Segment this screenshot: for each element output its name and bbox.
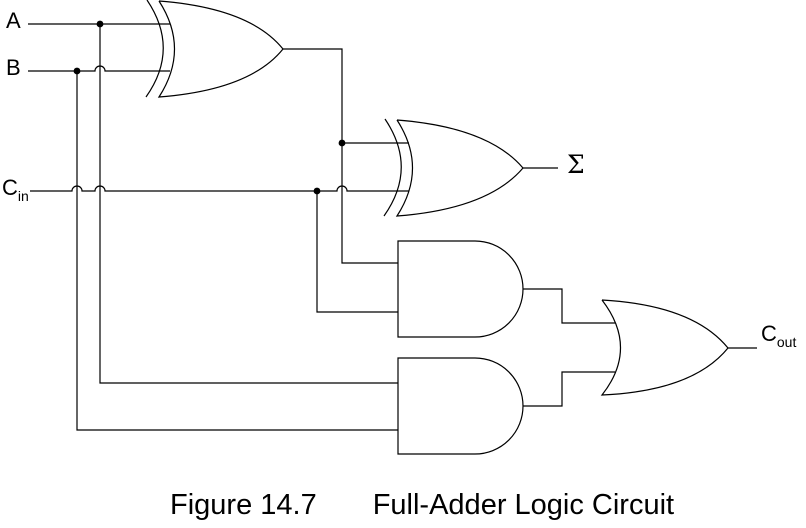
xor1-back-arc <box>145 0 164 98</box>
junction-xor1-out <box>338 139 346 147</box>
figure-title: Full-Adder Logic Circuit <box>372 489 675 521</box>
wire-input-b <box>28 65 170 72</box>
figure-number: Figure 14.7 <box>170 489 317 521</box>
cout-subscript-text: out <box>776 334 797 350</box>
cin-subscript-text: in <box>17 188 29 204</box>
input-a-label: A <box>6 8 21 33</box>
wire-xor1-output <box>283 48 398 264</box>
wire-cin-branch <box>316 191 398 313</box>
xor2-body <box>395 119 524 217</box>
junction-b <box>73 67 81 75</box>
wire-and2-output <box>523 371 615 407</box>
wire-b-branch <box>76 71 398 431</box>
xor1-gate <box>145 0 284 98</box>
wire-input-cin <box>30 185 409 192</box>
cout-output-label: Cout <box>761 321 797 350</box>
cout-base-text: C <box>761 321 777 346</box>
and2-gate <box>397 357 524 455</box>
xor2-gate <box>383 118 524 217</box>
junction-cin <box>313 187 321 195</box>
and1-gate <box>397 240 524 338</box>
junction-a <box>96 20 104 28</box>
or-gate <box>600 299 729 396</box>
input-cin-label: Cin <box>2 175 29 204</box>
wire-a-branch <box>99 24 398 384</box>
input-b-label: B <box>6 55 21 80</box>
cin-base-text: C <box>2 175 18 200</box>
xor2-back-arc <box>383 118 402 217</box>
sum-output-label: Σ <box>567 150 585 179</box>
figure-caption: Figure 14.7 Full-Adder Logic Circuit <box>170 491 674 520</box>
xor1-body <box>157 0 284 98</box>
wire-and1-output <box>523 288 615 324</box>
